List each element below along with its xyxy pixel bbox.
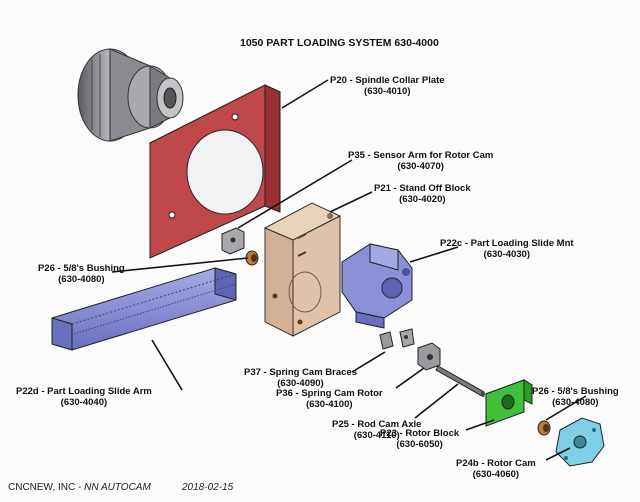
slide-arm-p22d [51, 267, 237, 351]
callout-p20-number: (630-4010) [364, 86, 411, 97]
callout-p20: P20 - Spindle Collar Plate (630-4010) [330, 75, 445, 97]
callout-p25-name: P25 - Rod Cam Axle [332, 419, 422, 430]
spring-cam-braces-p37 [379, 328, 415, 350]
callout-p35: P35 - Sensor Arm for Rotor Cam (630-4070… [348, 150, 493, 172]
stand-off-block-p21 [263, 202, 342, 337]
rod-cam-axle-p25 [435, 365, 485, 397]
footer-company: CNCNEW, INC - NN AUTOCAM [8, 482, 151, 493]
callout-p21-number: (630-4020) [399, 194, 446, 205]
callout-p22c: P22c - Part Loading Slide Mnt (630-4030) [440, 238, 574, 260]
callout-p23-number: (630-6050) [396, 439, 443, 450]
footer-product: NN AUTOCAM [84, 482, 151, 493]
callout-p22d-number: (630-4040) [60, 397, 108, 408]
callout-p26-right-name: P26 - 5/8's Bushing [532, 386, 619, 397]
rotor-cam-p24b [555, 417, 605, 467]
callout-p20-name: P20 - Spindle Collar Plate [330, 75, 445, 86]
callout-p37-name: P37 - Spring Cam Braces [244, 367, 357, 378]
footer-company-name: CNCNEW, INC - [8, 482, 82, 493]
callout-p22c-number: (630-4030) [483, 249, 531, 260]
rotor-block-p23 [484, 379, 534, 427]
callout-p25-number: (630-4110) [353, 430, 400, 441]
footer-date: 2018-02-15 [182, 482, 234, 493]
callout-p23-name: P23 - Rotor Block [380, 428, 460, 439]
leader-lines [111, 79, 587, 461]
callout-p23: P23 - Rotor Block (630-6050) [380, 428, 459, 450]
callout-p26-right-number: (630-4080) [552, 397, 599, 408]
spindle-collar-plate-p20 [148, 84, 282, 259]
callout-p36: P36 - Spring Cam Rotor (630-4100) [276, 388, 383, 410]
spindle-housing [77, 48, 184, 142]
slide-mount-p22c [341, 243, 413, 329]
callout-p26-left-number: (630-4080) [58, 274, 105, 285]
callout-p35-name: P35 - Sensor Arm for Rotor Cam [348, 150, 494, 161]
callout-p22d-name: P22d - Part Loading Slide Arm [16, 386, 152, 397]
callout-p37: P37 - Spring Cam Braces (630-4090) [244, 367, 357, 389]
callout-p24b-name: P24b - Rotor Cam [456, 458, 536, 469]
callout-p36-name: P36 - Spring Cam Rotor [276, 388, 383, 399]
sensor-arm-p35 [221, 227, 245, 255]
bushing-p26-right [537, 420, 551, 436]
callout-p25: P25 - Rod Cam Axle (630-4110) [332, 419, 421, 441]
callout-p22d: P22d - Part Loading Slide Arm (630-4040) [16, 386, 152, 408]
callout-p24b-number: (630-4060) [472, 469, 520, 480]
callout-p22c-name: P22c - Part Loading Slide Mnt [440, 238, 574, 249]
callout-p24b: P24b - Rotor Cam (630-4060) [456, 458, 536, 480]
callout-p26-right: P26 - 5/8's Bushing (630-4080) [532, 386, 619, 408]
diagram-title: 1050 PART LOADING SYSTEM 630-4000 [240, 37, 439, 49]
callout-p21-name: P21 - Stand Off Block [374, 183, 471, 194]
bushing-p26-left [245, 250, 259, 266]
spring-cam-rotor-p36 [417, 342, 441, 371]
callout-p37-number: (630-4090) [277, 378, 324, 389]
callout-p26-left: P26 - 5/8's Bushing (630-4080) [38, 263, 125, 285]
callout-p26-left-name: P26 - 5/8's Bushing [38, 263, 125, 274]
callout-p35-number: (630-4070) [397, 161, 444, 172]
callout-p21: P21 - Stand Off Block (630-4020) [374, 183, 471, 205]
callout-p36-number: (630-4100) [306, 399, 353, 410]
